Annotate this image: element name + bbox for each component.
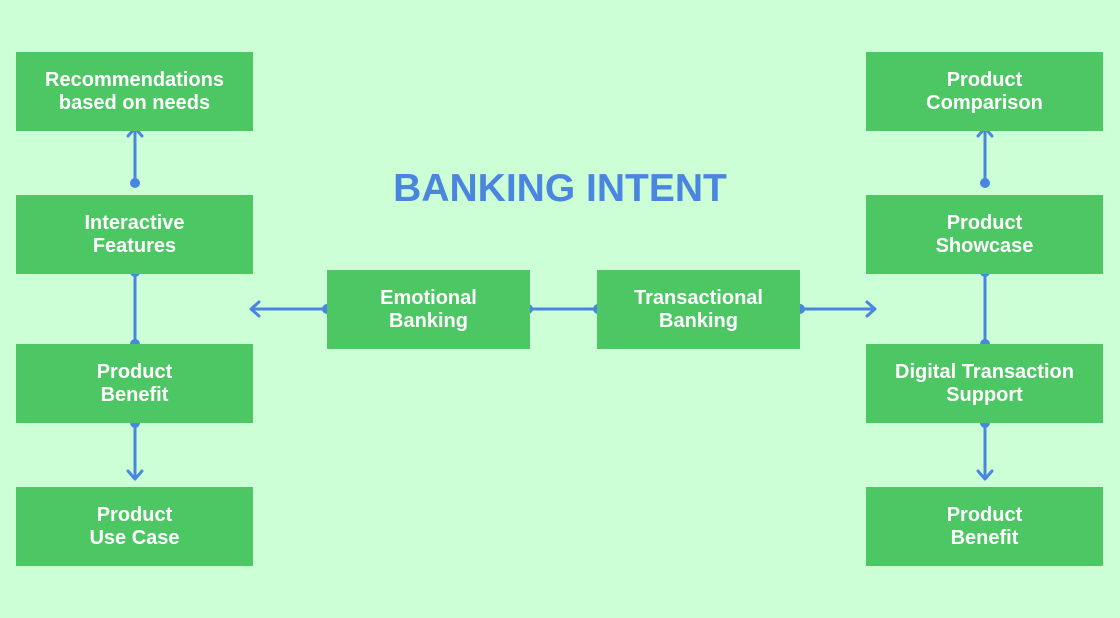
node-product-benefit-right: Product Benefit [866, 487, 1103, 566]
connector-dot [980, 178, 990, 188]
arrowhead-right [865, 300, 877, 318]
node-interactive-features: Interactive Features [16, 195, 253, 274]
node-product-use-case: Product Use Case [16, 487, 253, 566]
node-product-comparison: Product Comparison [866, 52, 1103, 131]
node-product-showcase: Product Showcase [866, 195, 1103, 274]
node-transactional-banking: Transactional Banking [597, 270, 800, 349]
arrowhead-benefit-right [976, 469, 994, 481]
node-digital-transaction-support: Digital Transaction Support [866, 344, 1103, 423]
arrowhead-left [249, 300, 261, 318]
node-emotional-banking: Emotional Banking [327, 270, 530, 349]
node-recommendations: Recommendations based on needs [16, 52, 253, 131]
node-product-benefit-left: Product Benefit [16, 344, 253, 423]
connector-dot [130, 178, 140, 188]
diagram-title: BANKING INTENT [393, 167, 727, 210]
arrowhead-use-case [126, 469, 144, 481]
